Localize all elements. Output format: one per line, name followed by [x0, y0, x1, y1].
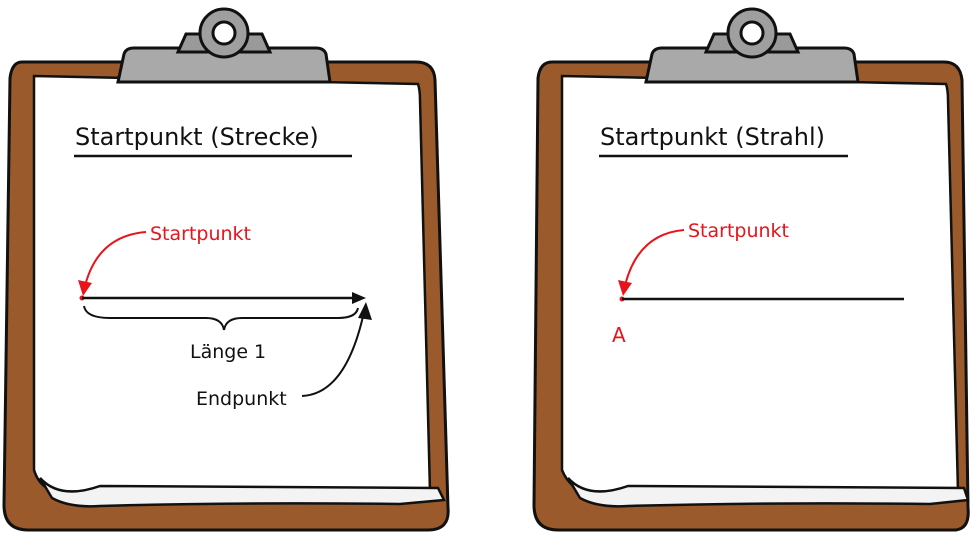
length-label: Länge 1: [190, 341, 266, 363]
board-title: Startpunkt (Strahl): [600, 123, 825, 151]
point-label: A: [612, 323, 626, 347]
start-label: Startpunkt: [150, 223, 251, 245]
start-label: Startpunkt: [688, 220, 789, 242]
end-label: Endpunkt: [196, 388, 287, 410]
clipboard-ray: Startpunkt (Strahl) Startpunkt A: [534, 9, 968, 530]
clipboard-segment: Startpunkt (Strecke) Startpunkt Länge 1 …: [4, 9, 448, 530]
board-title: Startpunkt (Strecke): [75, 123, 319, 151]
clip-ring: [200, 9, 248, 57]
clip-ring: [728, 9, 776, 57]
